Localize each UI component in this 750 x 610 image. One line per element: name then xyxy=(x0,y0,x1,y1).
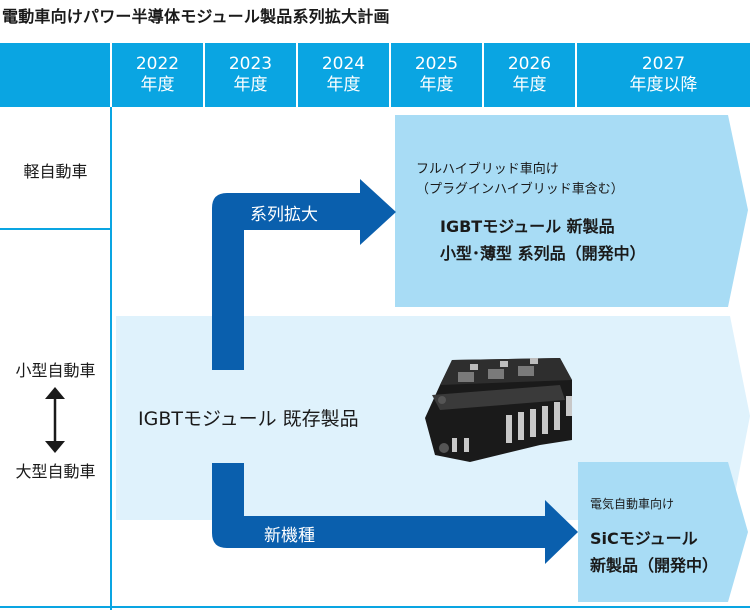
expand-arrow-label: 系列拡大 xyxy=(250,205,318,225)
year-unit: 年度 xyxy=(140,75,175,95)
label-column-divider xyxy=(110,107,112,610)
existing-product-label: IGBTモジュール 既存製品 xyxy=(138,408,359,430)
row-label-large: 大型自動車 xyxy=(15,462,96,481)
year-number: 2027 xyxy=(641,54,686,74)
row-label-small: 小型自動車 xyxy=(15,361,96,380)
hybrid-product-line1: IGBTモジュール 新製品 xyxy=(440,217,615,236)
year-header-2027: 2027 年度以降 xyxy=(577,43,750,107)
year-unit: 年度 xyxy=(233,75,268,95)
year-header-2025: 2025 年度 xyxy=(391,43,482,107)
page-title: 電動車向けパワー半導体モジュール製品系列拡大計画 xyxy=(2,7,390,26)
igbt-module-image xyxy=(425,358,572,462)
new-model-arrow xyxy=(212,463,578,564)
year-unit: 年度 xyxy=(512,75,547,95)
ev-target-label: 電気自動車向け xyxy=(590,497,675,511)
expand-arrow xyxy=(212,179,396,370)
bottom-border xyxy=(0,606,750,608)
year-header-2026: 2026 年度 xyxy=(484,43,575,107)
ev-target-box xyxy=(578,462,748,602)
ev-product-line1: SiCモジュール xyxy=(590,529,698,548)
year-number: 2022 xyxy=(135,54,180,74)
year-header-2022: 2022 年度 xyxy=(112,43,203,107)
new-model-arrow-label: 新機種 xyxy=(264,526,315,546)
year-header-2023: 2023 年度 xyxy=(205,43,296,107)
hybrid-target-sublabel: （プラグインハイブリッド車含む） xyxy=(416,182,624,197)
hybrid-target-label: フルハイブリッド車向け xyxy=(416,162,559,177)
hybrid-product-line2: 小型･薄型 系列品（開発中） xyxy=(440,244,646,263)
year-unit: 年度 xyxy=(326,75,361,95)
year-unit: 年度以降 xyxy=(629,75,698,95)
year-number: 2026 xyxy=(507,54,552,74)
header-corner xyxy=(0,43,110,107)
year-number: 2025 xyxy=(414,54,459,74)
year-header-2024: 2024 年度 xyxy=(298,43,389,107)
row-divider xyxy=(0,228,112,230)
double-arrow-icon xyxy=(45,387,65,453)
ev-product-line2: 新製品（開発中） xyxy=(590,556,719,575)
hybrid-target-box xyxy=(395,115,748,307)
year-unit: 年度 xyxy=(419,75,454,95)
year-number: 2023 xyxy=(228,54,273,74)
year-number: 2024 xyxy=(321,54,366,74)
row-label-kei: 軽自動車 xyxy=(23,162,88,181)
